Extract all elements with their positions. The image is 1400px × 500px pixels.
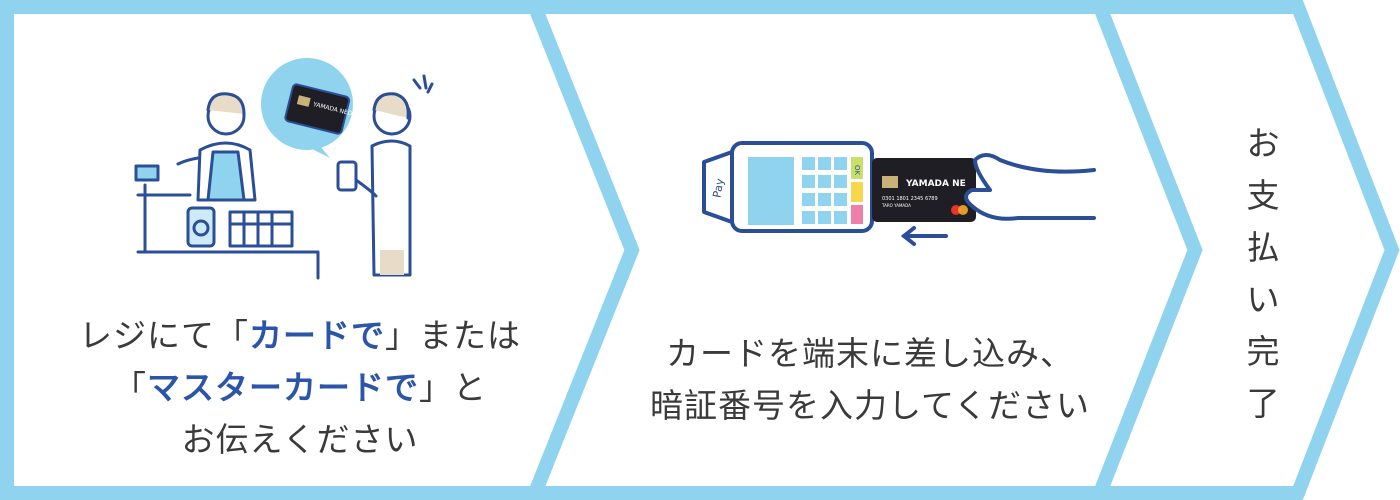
step1-line2: 「マスターカードで」と [113,368,487,407]
card-terminal-illustration [702,141,874,233]
step2-line2: 暗証番号を入力してください [649,386,1091,425]
card-number-label: 0301 1801 2345 6789 [882,196,938,202]
highlight-card: カードで [249,316,385,355]
step2-instruction: カードを端末に差し込み、 暗証番号を入力してください [610,328,1130,432]
credit-card-icon: YAMADA NEO [284,83,353,135]
step3-arrow-frame [1089,0,1400,500]
card-name-label: TARO YAMADA [881,203,911,208]
step1-line3: お伝えください [181,420,419,459]
terminal-ok-label: OK [853,165,861,176]
hand-illustration [964,153,1096,221]
terminal-keypad [802,157,863,224]
step3-payment-complete: お支払い完了 [1246,124,1280,423]
card-brand-label: YAMADA NE [905,179,966,189]
step1-instruction: レジにて「カードで」または 「マスターカードで」と お伝えください [40,310,560,466]
step1-line1: レジにて「カードで」または [79,316,521,355]
terminal-pay-label: Pay [710,177,726,199]
cashier-customer-illustration [134,58,434,280]
highlight-mastercard: マスターカードで [147,368,419,407]
insert-direction-arrow-icon [900,226,948,246]
inserted-credit-card-icon: YAMADA NE 0301 1801 2345 6789 TARO YAMAD… [872,158,976,222]
step2-line1: カードを端末に差し込み、 [666,334,1074,373]
